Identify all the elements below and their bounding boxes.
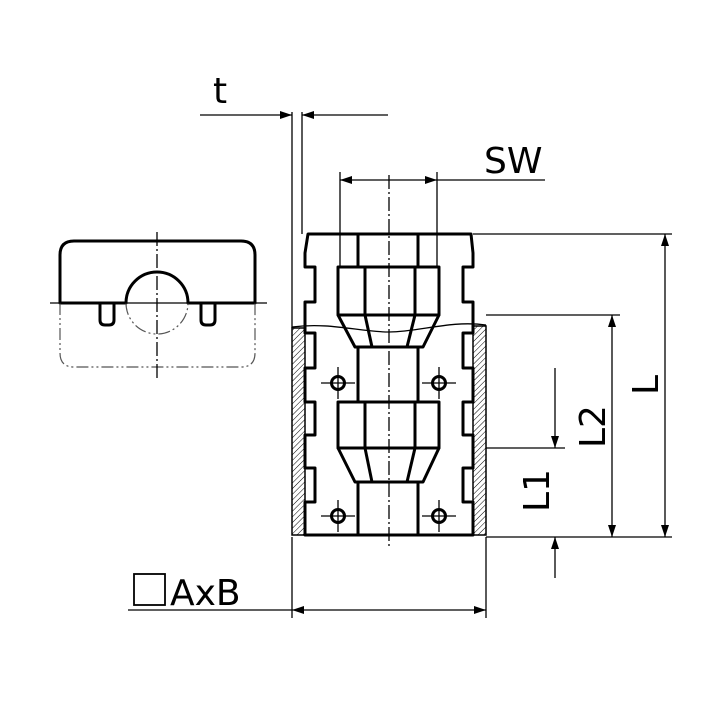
- side-view: [50, 232, 267, 380]
- left-shell-section: [291, 327, 306, 536]
- dimension-l: L: [473, 233, 672, 538]
- square-symbol-icon: [133, 573, 166, 606]
- hole-markers: [321, 367, 456, 532]
- dim-label-t: t: [213, 71, 227, 112]
- dim-label-sw: SW: [484, 141, 542, 182]
- dim-label-l2: L2: [573, 405, 614, 448]
- dim-label-l: L: [626, 375, 667, 395]
- right-shell-section: [472, 325, 487, 536]
- hole: [422, 500, 456, 532]
- hole: [422, 367, 456, 399]
- hole: [321, 500, 355, 532]
- dimension-sw: SW: [339, 141, 545, 267]
- dimension-t: t: [200, 71, 388, 328]
- pin: [98, 303, 116, 327]
- dimension-axb: AxB: [128, 537, 487, 618]
- hole: [321, 367, 355, 399]
- front-view: [291, 175, 487, 548]
- dim-label-axb: AxB: [170, 573, 241, 614]
- dimension-l2: L2: [486, 314, 620, 537]
- dim-label-l1: L1: [517, 469, 558, 512]
- pin: [199, 303, 217, 327]
- dimension-l1: L1: [486, 368, 565, 578]
